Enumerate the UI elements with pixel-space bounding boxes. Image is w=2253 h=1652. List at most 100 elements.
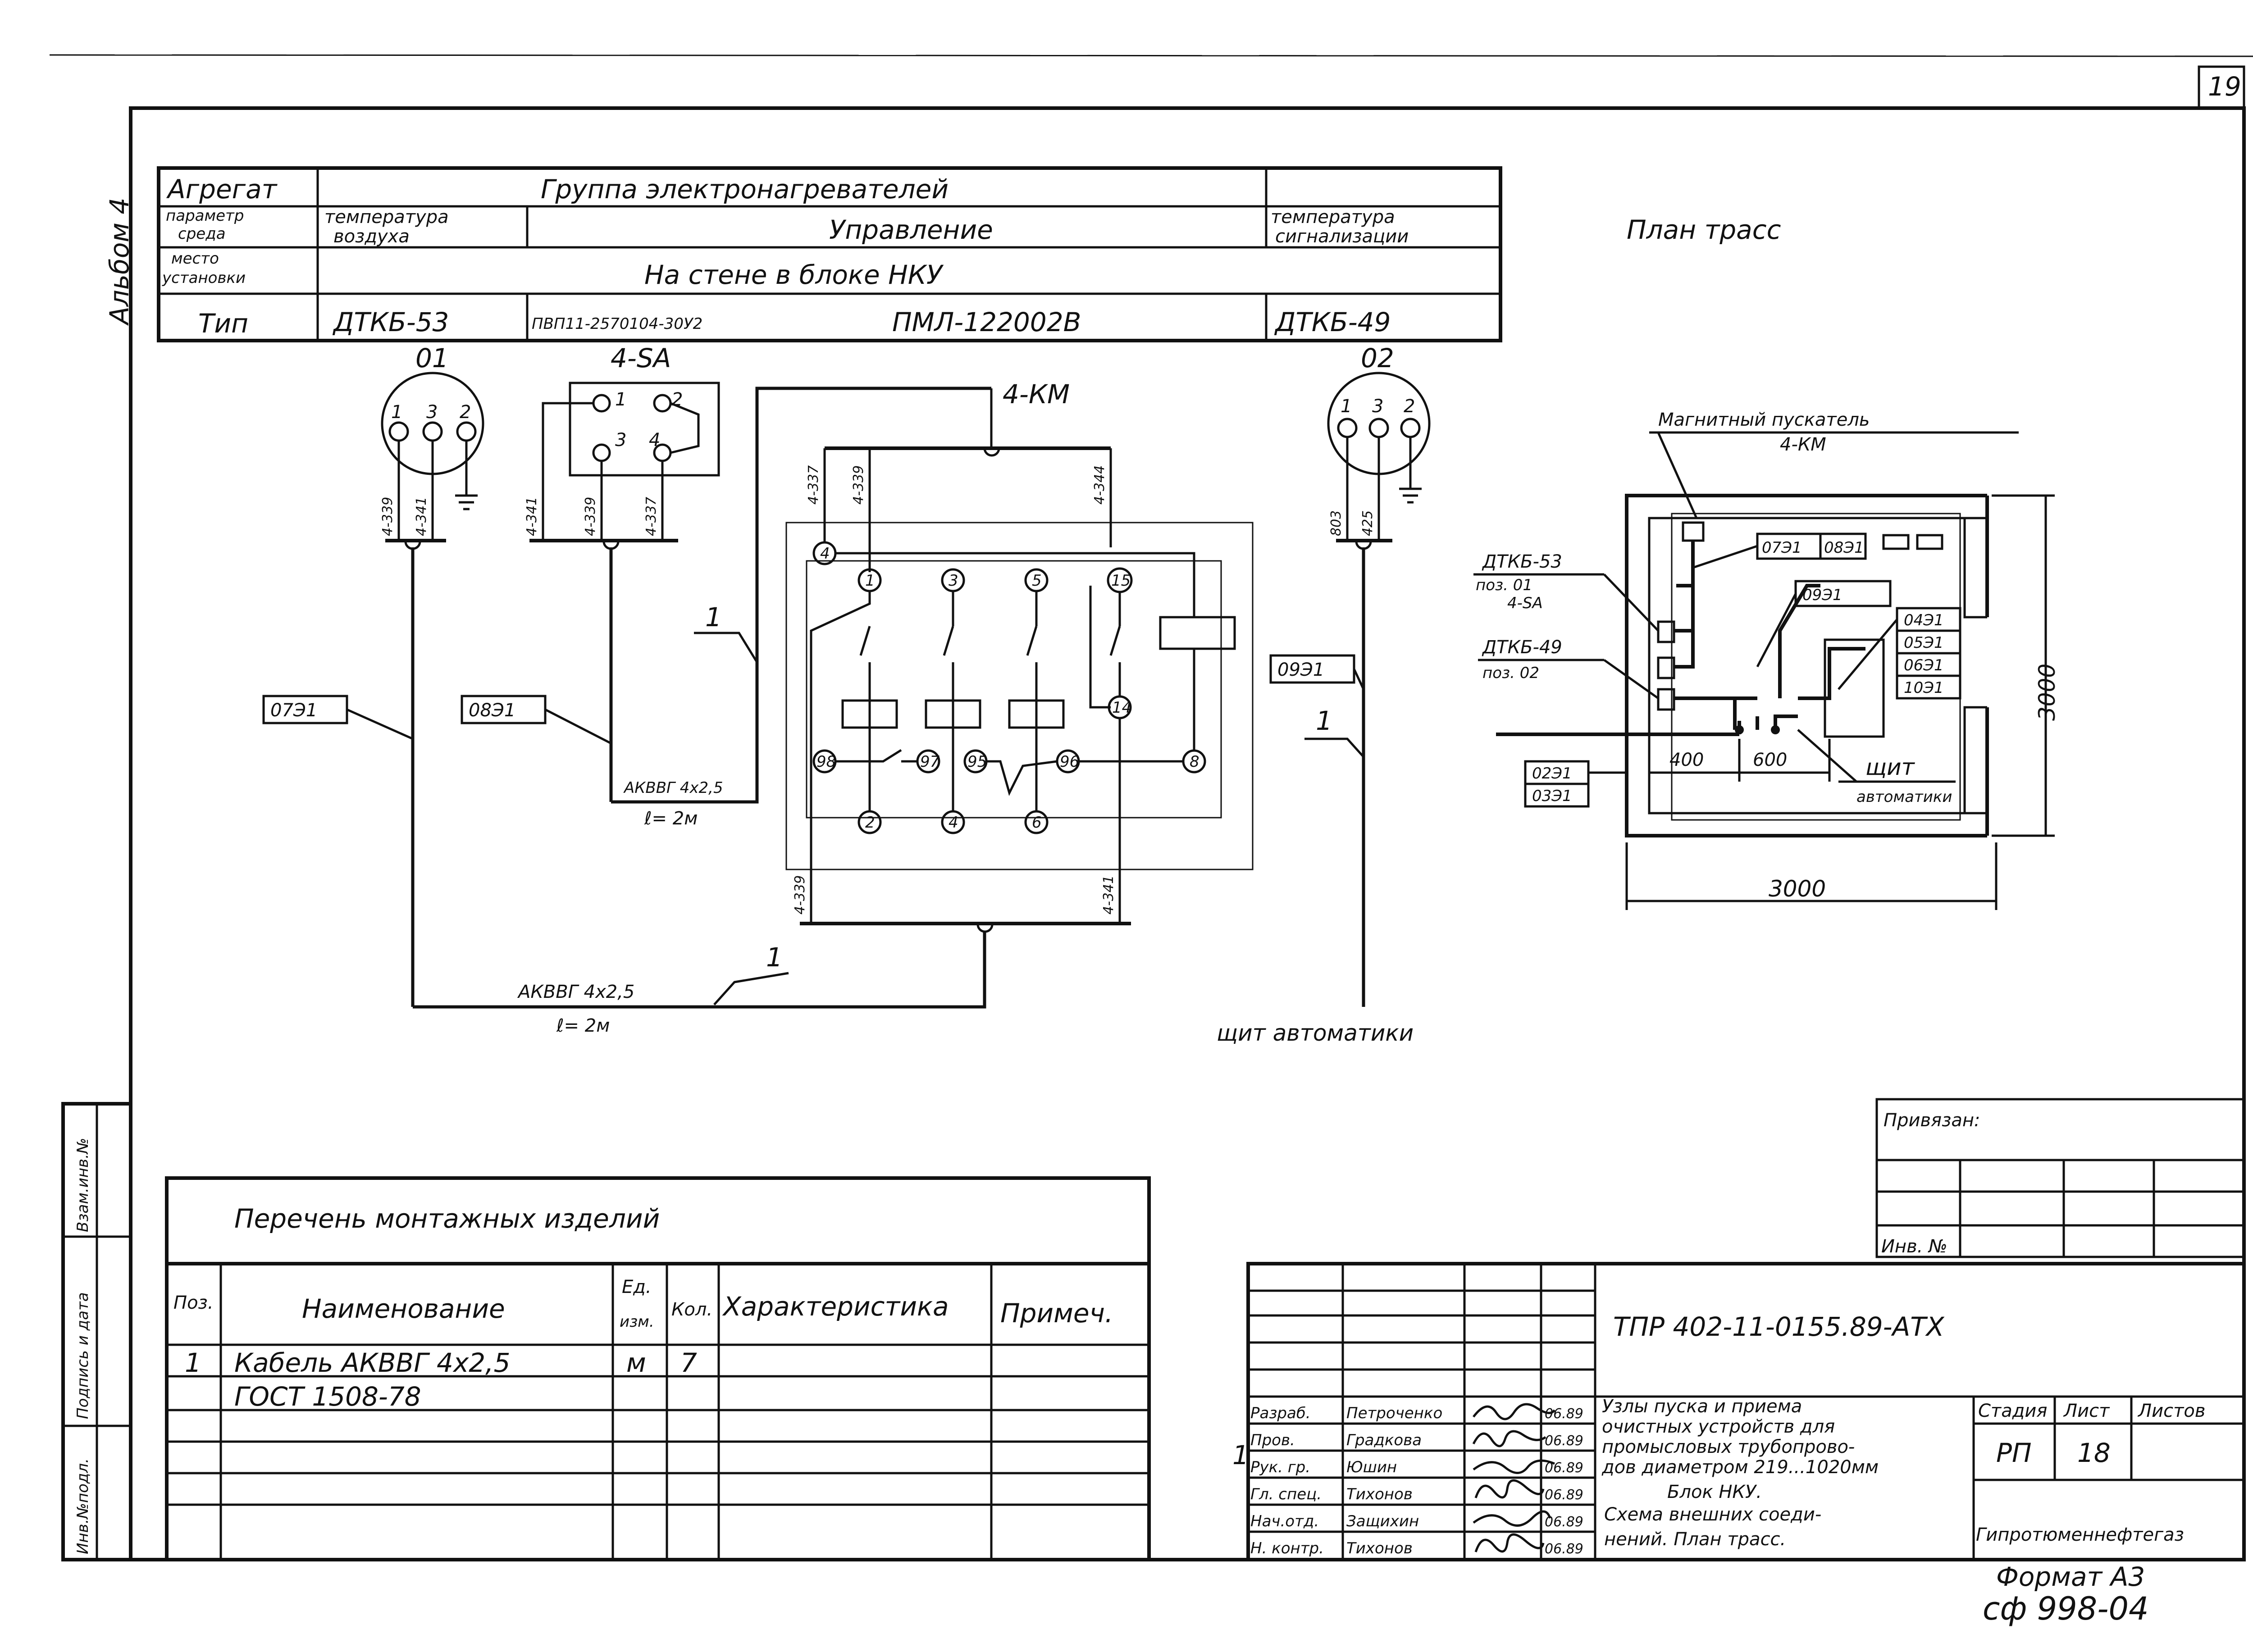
km-term-98: 98 [816, 753, 836, 771]
plan-cable-03: 03Э1 [1532, 787, 1572, 805]
device-01: 01 1 3 2 4-339 4-341 [380, 343, 484, 550]
object-line-1: очистных устройств для [1602, 1416, 1835, 1437]
cable-bottom-spec: АКВВГ 4х2,5 [517, 982, 634, 1002]
parts-list-title: Перечень монтажных изделий [234, 1203, 660, 1234]
date-4: 06.89 [1545, 1514, 1583, 1530]
plan-starter-ref: 4-КМ [1780, 434, 1826, 455]
plan-cable-10: 10Э1 [1904, 679, 1944, 697]
cable-bottom-length: ℓ= 2м [556, 1015, 610, 1036]
plan-dim-3000-h: 3000 [2034, 664, 2060, 721]
strip-inv-original: Инв.№подл. [74, 1458, 92, 1554]
km-term-15: 15 [1111, 572, 1131, 590]
route-marker-bottom: 1 [766, 942, 783, 973]
sheets-label: Листов [2137, 1401, 2205, 1421]
starter-4km: 4-КМ 4-337 4-339 4-344 4 1 3 5 15 [785, 379, 1254, 933]
object-line-0: Узлы пуска и приема [1602, 1396, 1802, 1417]
route-plan: План трасс Магнитный пускатель 4-КМ 07Э1… [1473, 214, 2060, 910]
plan-cable-09: 09Э1 [1802, 586, 1843, 604]
device-01-label: 01 [415, 343, 449, 373]
device-01-pin-2: 2 [460, 402, 471, 423]
param-signal-2: сигнализации [1275, 226, 1409, 247]
type-dtkb49: ДТКБ-49 [1274, 307, 1391, 337]
name-2: Юшин [1346, 1458, 1397, 1476]
plan-dtkb53-pos: поз. 01 [1476, 576, 1532, 594]
plan-dtkb49: ДТКБ-49 [1482, 637, 1562, 658]
km-term-1: 1 [865, 572, 875, 590]
left-strip: Инв.№подл. Подпись и дата Взам.инв.№ [61, 1102, 132, 1561]
cable-07-label: 07Э1 [270, 700, 317, 721]
parts-row1-pos: 1 [185, 1347, 201, 1378]
shield-automation-label: щит автоматики [1217, 1020, 1414, 1046]
parts-row1-name: Кабель АКВВГ 4х2,5 [234, 1347, 511, 1378]
switch-4sa-label: 4-SA [611, 343, 671, 373]
stamp-label: сф 998-04 [1983, 1590, 2149, 1627]
title-line-1: Схема внешних соеди- [1604, 1504, 1821, 1525]
type-pml: ПМЛ-122002В [892, 307, 1081, 337]
date-5: 06.89 [1545, 1541, 1583, 1557]
km-term-6: 6 [1032, 814, 1042, 832]
name-3: Тихонов [1346, 1485, 1413, 1503]
row-label-aggregate: Агрегат [166, 174, 278, 205]
plan-cable-04: 04Э1 [1904, 611, 1944, 629]
binding-block: Привязан: Инв. № [1875, 1098, 2245, 1258]
plan-dim-600: 600 [1753, 750, 1787, 770]
role-3: Гл. спец. [1250, 1485, 1322, 1503]
date-1: 06.89 [1545, 1433, 1583, 1449]
cable-08-length: ℓ= 2м [644, 808, 698, 829]
device-01-pin-3: 3 [426, 402, 438, 423]
role-0: Разраб. [1250, 1404, 1311, 1422]
parts-row1-qty: 7 [680, 1347, 697, 1378]
route-marker-right: 1 [1316, 705, 1332, 736]
title-block: ТПР 402-11-0155.89-АТХ Разраб. Пров. Рук… [1232, 1262, 2246, 1561]
parts-header-note: Примеч. [1000, 1298, 1113, 1329]
km-term-4a: 4 [820, 545, 830, 563]
role-1: Пров. [1250, 1431, 1295, 1449]
date-2: 06.89 [1545, 1460, 1583, 1476]
parts-header-unit-b: изм. [620, 1313, 654, 1331]
device-01-wire-a: 4-339 [380, 497, 396, 536]
format-label: Формат А3 [1996, 1561, 2145, 1592]
plan-cable-05: 05Э1 [1904, 634, 1944, 652]
row-label-medium: среда [178, 225, 226, 243]
date-0: 06.89 [1545, 1406, 1583, 1422]
switch-pin-3: 3 [615, 430, 626, 451]
km-term-96: 96 [1060, 753, 1079, 771]
name-5: Тихонов [1346, 1539, 1413, 1557]
switch-pin-1: 1 [615, 389, 626, 410]
plan-cable-06: 06Э1 [1904, 656, 1944, 674]
plan-dim-3000-w: 3000 [1769, 876, 1826, 902]
km-term-5: 5 [1032, 572, 1042, 590]
plan-dtkb53-sa: 4-SA [1507, 594, 1543, 612]
plan-starter-label: Магнитный пускатель [1658, 410, 1870, 430]
cable-08-label: 08Э1 [469, 700, 515, 721]
parts-header-name: Наименование [302, 1293, 505, 1324]
km-bot-wire-a: 4-339 [792, 875, 808, 915]
switch-wire-a: 4-341 [524, 497, 540, 536]
name-4: Защихин [1346, 1512, 1419, 1530]
sheet-value: 18 [2077, 1438, 2111, 1468]
parts-header-unit-a: Ед. [622, 1277, 652, 1297]
device-02-pin-1: 1 [1341, 396, 1352, 417]
date-3: 06.89 [1545, 1487, 1583, 1503]
title-line-0: Блок НКУ. [1667, 1482, 1762, 1502]
plan-dim-400: 400 [1669, 750, 1704, 770]
place-value: На стене в блоке НКУ [644, 259, 944, 290]
cable-routes: 07Э1 08Э1 АКВВГ 4х2,5 ℓ= 2м 1 АКВВГ 4х2,… [262, 387, 991, 1036]
plan-dtkb53: ДТКБ-53 [1482, 551, 1562, 572]
parts-row2-name: ГОСТ 1508-78 [234, 1381, 421, 1412]
plan-shield: щит [1865, 754, 1916, 780]
starter-4km-label: 4-КМ [1003, 379, 1070, 410]
row-label-param: параметр [166, 207, 244, 225]
switch-wire-c: 4-337 [643, 497, 659, 536]
plan-cable-08: 08Э1 [1824, 539, 1864, 557]
param-air-1: температура [324, 207, 449, 228]
km-term-97: 97 [920, 753, 940, 771]
type-dtkb53: ДТКБ-53 [332, 307, 449, 337]
role-4: Нач.отд. [1250, 1512, 1319, 1530]
title-line-2: нений. План трасс. [1604, 1529, 1786, 1550]
name-0: Петроченко [1346, 1404, 1442, 1422]
parts-header-pos: Поз. [173, 1292, 214, 1313]
parts-list: Перечень монтажных изделий Поз. Наименов… [165, 1176, 1151, 1561]
device-02-wire-b: 425 [1360, 510, 1376, 536]
